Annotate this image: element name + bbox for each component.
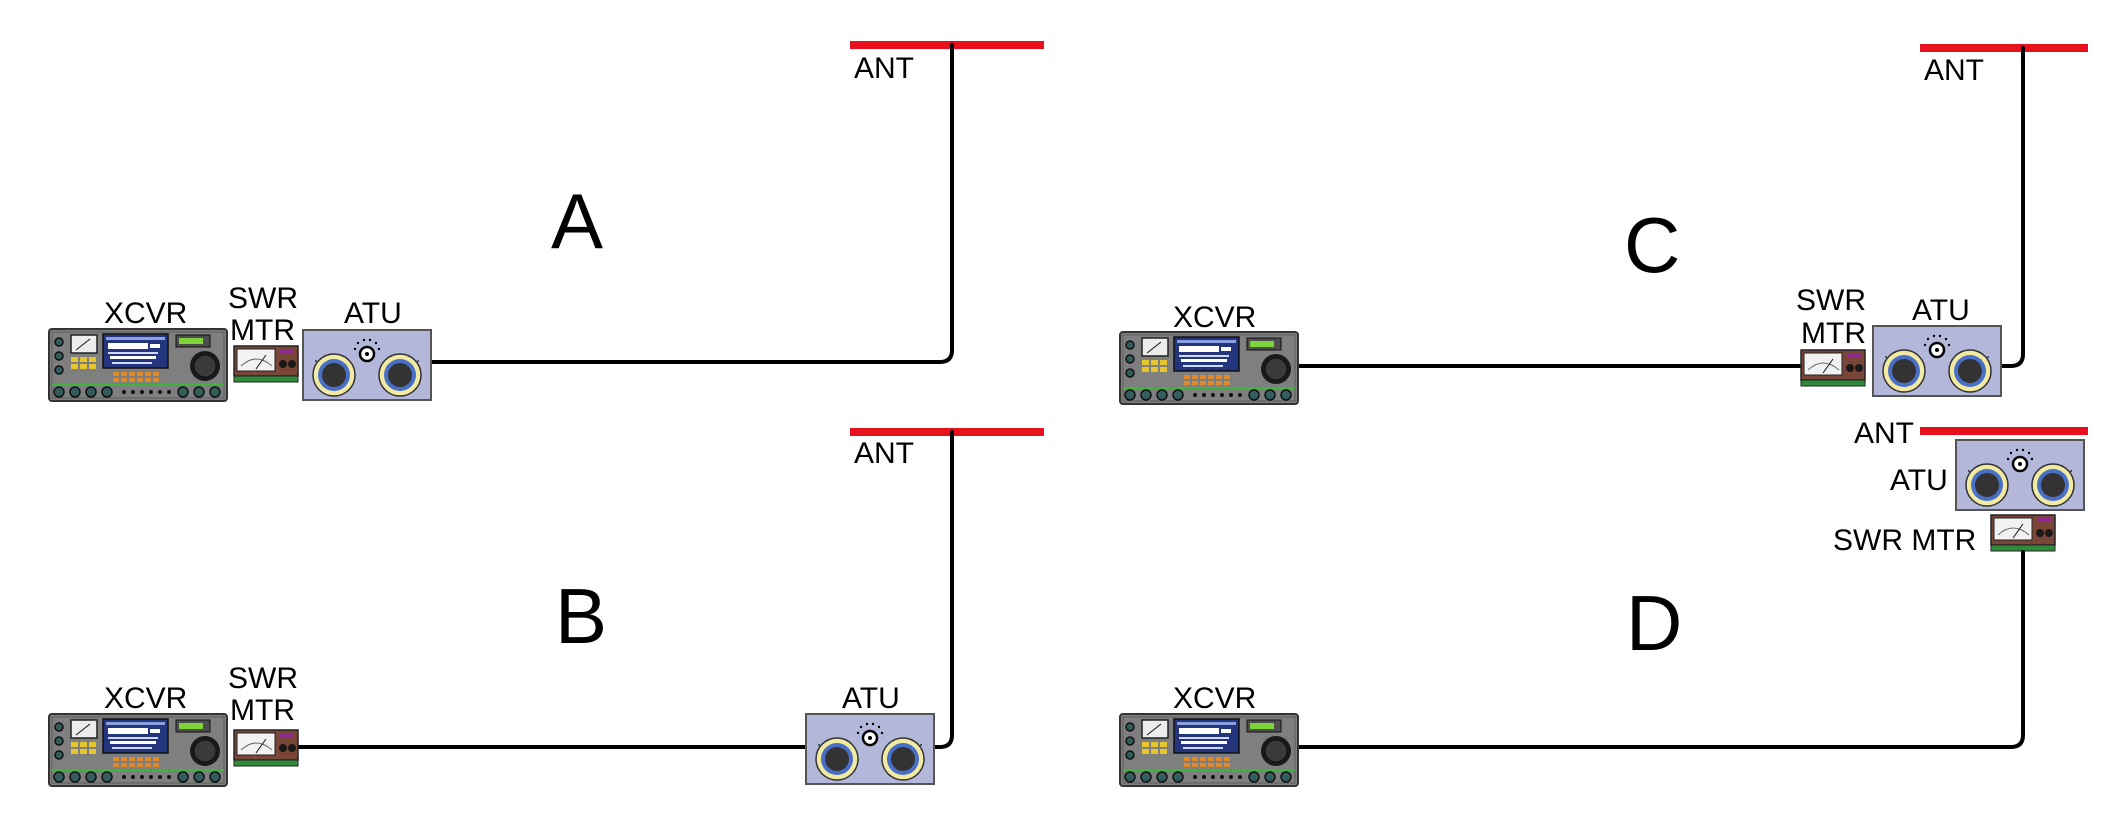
xcvr-label-b: XCVR — [104, 682, 187, 715]
xcvr-a — [48, 328, 228, 402]
panel-d: ANT ATU SWR MTR D XCVR — [1119, 417, 2088, 787]
xcvr-c — [1119, 331, 1299, 405]
mtr-label-b: MTR — [230, 694, 295, 727]
mtr-label-a: MTR — [230, 314, 295, 347]
panel-letter-d: D — [1626, 579, 1682, 667]
panel-b: ANT B XCVR SWR MTR ATU — [48, 428, 1044, 787]
xcvr-b — [48, 713, 228, 787]
panel-letter-a: A — [551, 177, 603, 265]
swr-label-c: SWR — [1796, 284, 1866, 317]
swr-mtr-label-d: SWR MTR — [1833, 524, 1976, 557]
panel-letter-c: C — [1624, 201, 1680, 289]
swr-meter-c — [1800, 349, 1866, 387]
atu-label-b: ATU — [842, 682, 900, 715]
swr-meter-b — [233, 729, 299, 767]
panel-a: ANT A XCVR SWR MTR ATU — [48, 41, 1044, 402]
xcvr-label-d: XCVR — [1173, 682, 1256, 715]
panel-c: ANT C XCVR SWR MTR ATU — [1119, 44, 2088, 405]
atu-c — [1872, 325, 2002, 397]
atu-label-a: ATU — [344, 297, 402, 330]
coax-d — [1298, 550, 2025, 749]
atu-label-c: ATU — [1912, 294, 1970, 327]
ant-label-c: ANT — [1924, 54, 1984, 87]
swr-label-b: SWR — [228, 662, 298, 695]
coax-b-ant — [933, 430, 954, 749]
xcvr-d — [1119, 713, 1299, 787]
atu-b — [805, 713, 935, 785]
panel-letter-b: B — [555, 572, 607, 660]
xcvr-label-a: XCVR — [104, 297, 187, 330]
ant-label-b: ANT — [854, 437, 914, 470]
atu-a — [302, 329, 432, 401]
atu-d — [1955, 439, 2085, 511]
swr-meter-d — [1990, 514, 2056, 552]
ant-label-d: ANT — [1854, 417, 1914, 450]
swr-label-a: SWR — [228, 282, 298, 315]
xcvr-label-c: XCVR — [1173, 301, 1256, 334]
coax-c-ant — [2000, 46, 2025, 368]
ant-label-a: ANT — [854, 52, 914, 85]
swr-meter-a — [233, 345, 299, 383]
atu-label-d: ATU — [1890, 464, 1948, 497]
coax-a — [430, 43, 954, 364]
mtr-label-c: MTR — [1801, 317, 1866, 350]
